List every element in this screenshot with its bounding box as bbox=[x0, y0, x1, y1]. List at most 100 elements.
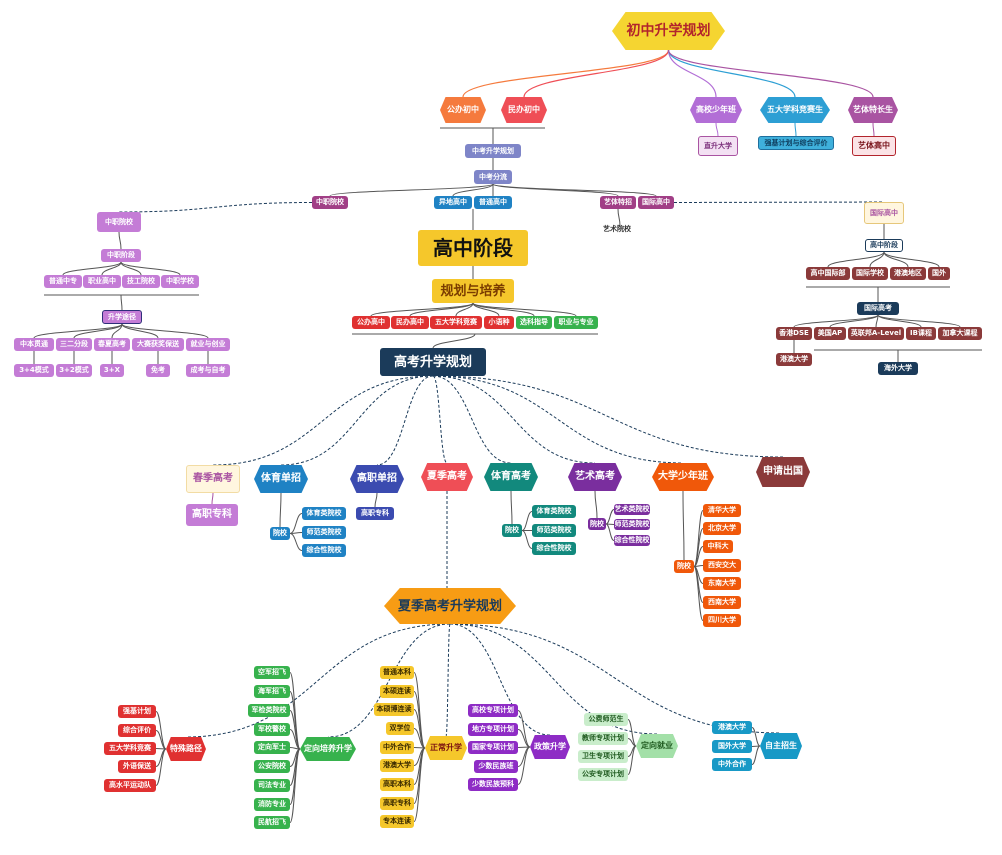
node-zzjd: 中职阶段 bbox=[101, 249, 141, 262]
node-sn_yx: 院校 bbox=[674, 560, 694, 573]
edge-106 bbox=[289, 729, 301, 750]
node-c8: 高职专科 bbox=[380, 797, 414, 810]
node-zhisheng: 直升大学 bbox=[698, 136, 738, 156]
node-gzjd: 高中阶段 bbox=[418, 230, 528, 266]
node-gjgz: 国际高中 bbox=[638, 196, 674, 209]
node-k2: 美国AP bbox=[814, 327, 846, 340]
edge-19 bbox=[370, 302, 474, 317]
node-z_zz: 中职学校 bbox=[161, 275, 199, 288]
node-ty2: 师范类院校 bbox=[302, 526, 346, 539]
edge-47 bbox=[827, 251, 885, 268]
edge-121 bbox=[517, 710, 531, 748]
node-p_mb: 民办高中 bbox=[391, 316, 429, 329]
node-sn3: 中科大 bbox=[703, 540, 733, 553]
node-m1: 3+4模式 bbox=[14, 364, 54, 377]
edge-35 bbox=[120, 294, 123, 311]
edge-0 bbox=[462, 49, 670, 98]
edge-70 bbox=[279, 492, 282, 528]
node-ytt: 艺体特长生 bbox=[848, 97, 898, 123]
node-ys3: 综合性院校 bbox=[614, 535, 650, 546]
node-sxtj: 升学途径 bbox=[102, 310, 142, 324]
edge-55 bbox=[875, 314, 879, 328]
edge-73 bbox=[289, 533, 303, 551]
node-k1: 香港DSE bbox=[776, 327, 812, 340]
node-e2: 地方专项计划 bbox=[468, 723, 518, 736]
node-d9: 民航招飞 bbox=[254, 816, 290, 829]
edge-57 bbox=[877, 314, 961, 328]
edge-4 bbox=[667, 49, 874, 98]
node-p_wd: 五大学科竞赛 bbox=[430, 316, 482, 329]
node-gzzk: 高职专科 bbox=[186, 504, 238, 526]
node-zcsx: 正常升学 bbox=[425, 736, 467, 760]
edge-95 bbox=[449, 623, 551, 736]
edge-21 bbox=[455, 302, 474, 317]
edge-63 bbox=[376, 375, 434, 466]
node-ys2: 师范类院校 bbox=[614, 519, 650, 530]
node-p_gb: 公办高中 bbox=[352, 316, 390, 329]
node-zzl: 中职院校 bbox=[97, 212, 141, 232]
node-g2: 国际学校 bbox=[852, 267, 888, 280]
node-t2: 综合评价 bbox=[118, 724, 156, 737]
edge-67 bbox=[432, 375, 684, 464]
node-tydz: 体育单招 bbox=[254, 465, 308, 493]
node-a2: 国外大学 bbox=[712, 740, 752, 753]
node-sn6: 西南大学 bbox=[703, 596, 741, 609]
edge-123 bbox=[517, 746, 531, 748]
edge-48 bbox=[869, 251, 885, 268]
node-ys1: 艺术类院校 bbox=[614, 504, 650, 515]
node-qiangji: 强基计划与综合评价 bbox=[758, 136, 834, 150]
edge-77 bbox=[521, 511, 533, 531]
node-d4: 军校警校 bbox=[254, 723, 290, 736]
node-d1: 空军招飞 bbox=[254, 666, 290, 679]
edge-6 bbox=[794, 122, 797, 137]
node-c6: 港澳大学 bbox=[380, 759, 414, 772]
edge-130 bbox=[751, 727, 761, 747]
edge-91 bbox=[693, 566, 704, 621]
edge-37 bbox=[73, 323, 123, 339]
node-t1: 强基计划 bbox=[118, 705, 156, 718]
edge-26 bbox=[432, 333, 476, 349]
edge-132 bbox=[751, 745, 761, 765]
node-s5: 就业与创业 bbox=[186, 338, 230, 351]
node-d7: 司法专业 bbox=[254, 779, 290, 792]
edge-98 bbox=[155, 711, 167, 750]
node-gksx: 高考升学规划 bbox=[380, 348, 486, 376]
node-root: 初中升学规划 bbox=[612, 12, 725, 50]
edge-3 bbox=[667, 49, 796, 98]
node-j4: 公安专项计划 bbox=[578, 768, 628, 781]
edge-81 bbox=[605, 509, 615, 525]
node-d3: 军检类院校 bbox=[248, 704, 290, 717]
node-s2: 三二分段 bbox=[56, 338, 92, 351]
node-e5: 少数民族预科 bbox=[468, 778, 518, 791]
node-hwdx: 海外大学 bbox=[878, 362, 918, 375]
edge-16 bbox=[617, 208, 621, 227]
edge-84 bbox=[682, 490, 685, 561]
node-d6: 公安院校 bbox=[254, 760, 290, 773]
edge-80 bbox=[594, 490, 598, 519]
node-k3: 英联邦A-Level bbox=[848, 327, 904, 340]
node-zcsx2: 政策升学 bbox=[530, 735, 570, 759]
node-dxsnb: 大学少年班 bbox=[652, 463, 714, 491]
node-zzyx: 中职院校 bbox=[312, 196, 348, 209]
edge-68 bbox=[432, 375, 784, 458]
edge-31 bbox=[101, 261, 122, 276]
node-gjgk: 国际高考 bbox=[857, 302, 899, 315]
edge-33 bbox=[120, 261, 181, 276]
edge-125 bbox=[517, 746, 531, 785]
edge-129 bbox=[627, 745, 637, 775]
edge-126 bbox=[627, 719, 637, 747]
node-a3: 中外合作 bbox=[712, 758, 752, 771]
edge-66 bbox=[432, 375, 596, 464]
edge-96 bbox=[449, 623, 658, 735]
node-g3: 港澳地区 bbox=[890, 267, 926, 280]
edge-102 bbox=[155, 748, 167, 786]
node-dxpy: 定向培养升学 bbox=[300, 737, 356, 761]
edge-71 bbox=[289, 513, 303, 534]
edge-2 bbox=[667, 49, 717, 98]
node-p_xyz: 小语种 bbox=[484, 316, 514, 329]
edge-82 bbox=[605, 523, 615, 525]
node-g4: 国外 bbox=[928, 267, 950, 280]
node-s1: 中本贯通 bbox=[14, 338, 54, 351]
edge-122 bbox=[517, 729, 531, 748]
edge-28 bbox=[673, 201, 885, 203]
